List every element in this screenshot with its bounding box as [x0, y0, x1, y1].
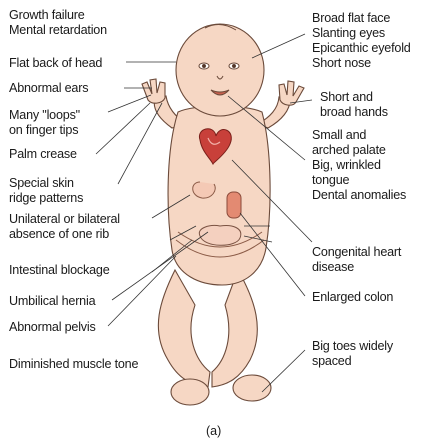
label-big-toes: Big toes widely spaced — [312, 339, 393, 369]
label-broad-flat-face: Broad flat face Slanting eyes Epicanthic… — [312, 11, 411, 71]
left-leg — [158, 270, 210, 387]
label-short-broad-hands: Short and broad hands — [320, 90, 388, 120]
pelvis — [199, 225, 240, 245]
right-foot — [233, 375, 271, 401]
label-abnormal-pelvis: Abnormal pelvis — [9, 320, 96, 335]
enlarged-colon — [227, 192, 241, 218]
label-growth-failure: Growth failure Mental retardation — [9, 8, 107, 38]
label-enlarged-colon: Enlarged colon — [312, 290, 393, 305]
stomach — [193, 182, 216, 198]
right-leg — [212, 270, 257, 387]
label-absence-of-rib: Unilateral or bilateral absence of one r… — [9, 212, 120, 242]
label-skin-ridge: Special skin ridge patterns — [9, 176, 83, 206]
label-umbilical-hernia: Umbilical hernia — [9, 294, 95, 309]
label-intestinal-blockage: Intestinal blockage — [9, 263, 110, 278]
label-many-loops: Many "loops" on finger tips — [9, 108, 80, 138]
label-palm-crease: Palm crease — [9, 147, 77, 162]
figure-caption: (a) — [206, 424, 221, 438]
left-foot — [171, 379, 209, 405]
head — [176, 24, 264, 116]
label-flat-back-of-head: Flat back of head — [9, 56, 102, 71]
label-congenital-heart: Congenital heart disease — [312, 245, 401, 275]
infant-body — [142, 24, 304, 405]
label-abnormal-ears: Abnormal ears — [9, 81, 88, 96]
label-palate-tongue: Small and arched palate Big, wrinkled to… — [312, 128, 406, 203]
left-hand — [142, 79, 165, 103]
label-muscle-tone: Diminished muscle tone — [9, 357, 138, 372]
